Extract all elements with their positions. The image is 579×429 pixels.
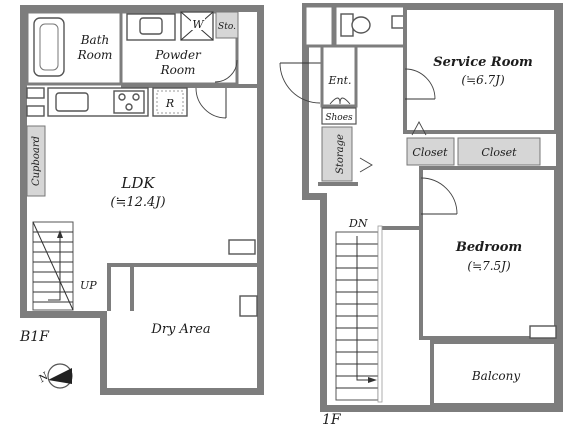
bedroom-label: Bedroom — [455, 240, 522, 255]
shoes-cabinet — [321, 107, 357, 125]
powder-room-label-1: Powder — [154, 48, 202, 62]
service-room-label: Service Room — [433, 55, 533, 70]
closet-left — [406, 137, 455, 166]
toilet-bowl — [351, 16, 371, 34]
bath-room-label-1: Bath — [80, 33, 110, 47]
dry-area-step — [239, 295, 258, 317]
toilet-tank — [340, 13, 354, 37]
fridge-label: R — [165, 97, 174, 110]
1f-storage-label: Storage — [335, 134, 346, 174]
powder-room-label-2: Room — [160, 63, 196, 77]
b1f-box-2 — [26, 105, 45, 117]
1f-meter-box — [303, 4, 335, 48]
1f-hall-wall — [378, 226, 421, 230]
stairs-down-label: DN — [348, 217, 368, 230]
ldk-size: (≒12.4J) — [110, 195, 165, 210]
bedroom-door-arc — [420, 177, 458, 215]
b1f-stairs — [32, 221, 74, 311]
b1f-box-1 — [26, 87, 45, 99]
fridge-space — [152, 87, 188, 117]
b1f-box-3 — [228, 239, 256, 255]
burner-3 — [125, 103, 133, 111]
ldk-south-wall-2 — [224, 263, 257, 267]
burner-2 — [132, 93, 140, 101]
powder-door-arc — [214, 59, 238, 83]
service-room-size: (≒6.7J) — [461, 73, 505, 87]
balcony-label: Balcony — [471, 369, 520, 383]
closet-right-label: Closet — [481, 146, 517, 159]
washbasin — [139, 17, 163, 35]
toilet-sink — [391, 15, 405, 29]
compass: N — [36, 363, 73, 389]
cupboard-label: Cupboard — [31, 136, 42, 186]
entrance-label: Ent. — [327, 74, 351, 87]
entrance-door-arc — [279, 62, 321, 104]
b1f-storage — [215, 11, 239, 39]
bath-room-label-2: Room — [77, 48, 113, 62]
entrance-inner-door — [329, 97, 351, 105]
bathtub-inner — [39, 23, 59, 71]
1f-hall-line — [377, 225, 383, 403]
bedroom — [419, 166, 558, 340]
b1f-door-arc — [195, 87, 227, 119]
stairs-up-label: UP — [80, 279, 97, 292]
1f-stairs — [335, 231, 379, 401]
washer-label: W — [192, 18, 205, 31]
balcony — [430, 340, 558, 407]
b1f-floor-plan: Bath Room Powder Room W Sto. R — [19, 5, 264, 395]
service-room-door-arc — [404, 68, 436, 100]
ldk-label: LDK — [120, 174, 155, 192]
b1f-partition — [121, 84, 257, 88]
service-room — [403, 6, 558, 134]
cupboard — [26, 125, 46, 197]
shoes-label: Shoes — [325, 113, 353, 123]
washer-label-bg — [191, 16, 205, 30]
closet-left-label: Closet — [412, 146, 448, 159]
closet-right — [457, 137, 541, 166]
1f-storage — [321, 126, 353, 182]
bathtub — [33, 17, 65, 77]
compass-needle — [48, 368, 72, 384]
bedroom-size: (≒7.5J) — [467, 259, 511, 273]
b1f-floor-label: B1F — [19, 329, 50, 345]
closet-left-door — [411, 121, 427, 136]
bedroom-box — [529, 325, 557, 339]
dry-area-wall — [130, 263, 134, 311]
1f-floor-label: 1F — [322, 412, 342, 428]
fridge-outline — [156, 90, 184, 114]
entrance — [320, 44, 358, 108]
storage-door — [359, 157, 373, 173]
1f-entrance-wall — [318, 182, 358, 186]
1f-floor-plan: Ent. Shoes Storage Service Room (≒6.7J) … — [279, 3, 563, 428]
kitchen-sink — [55, 92, 89, 112]
b1f-storage-label: Sto. — [218, 22, 236, 32]
dry-area-label: Dry Area — [150, 322, 210, 337]
burner-1 — [118, 93, 126, 101]
